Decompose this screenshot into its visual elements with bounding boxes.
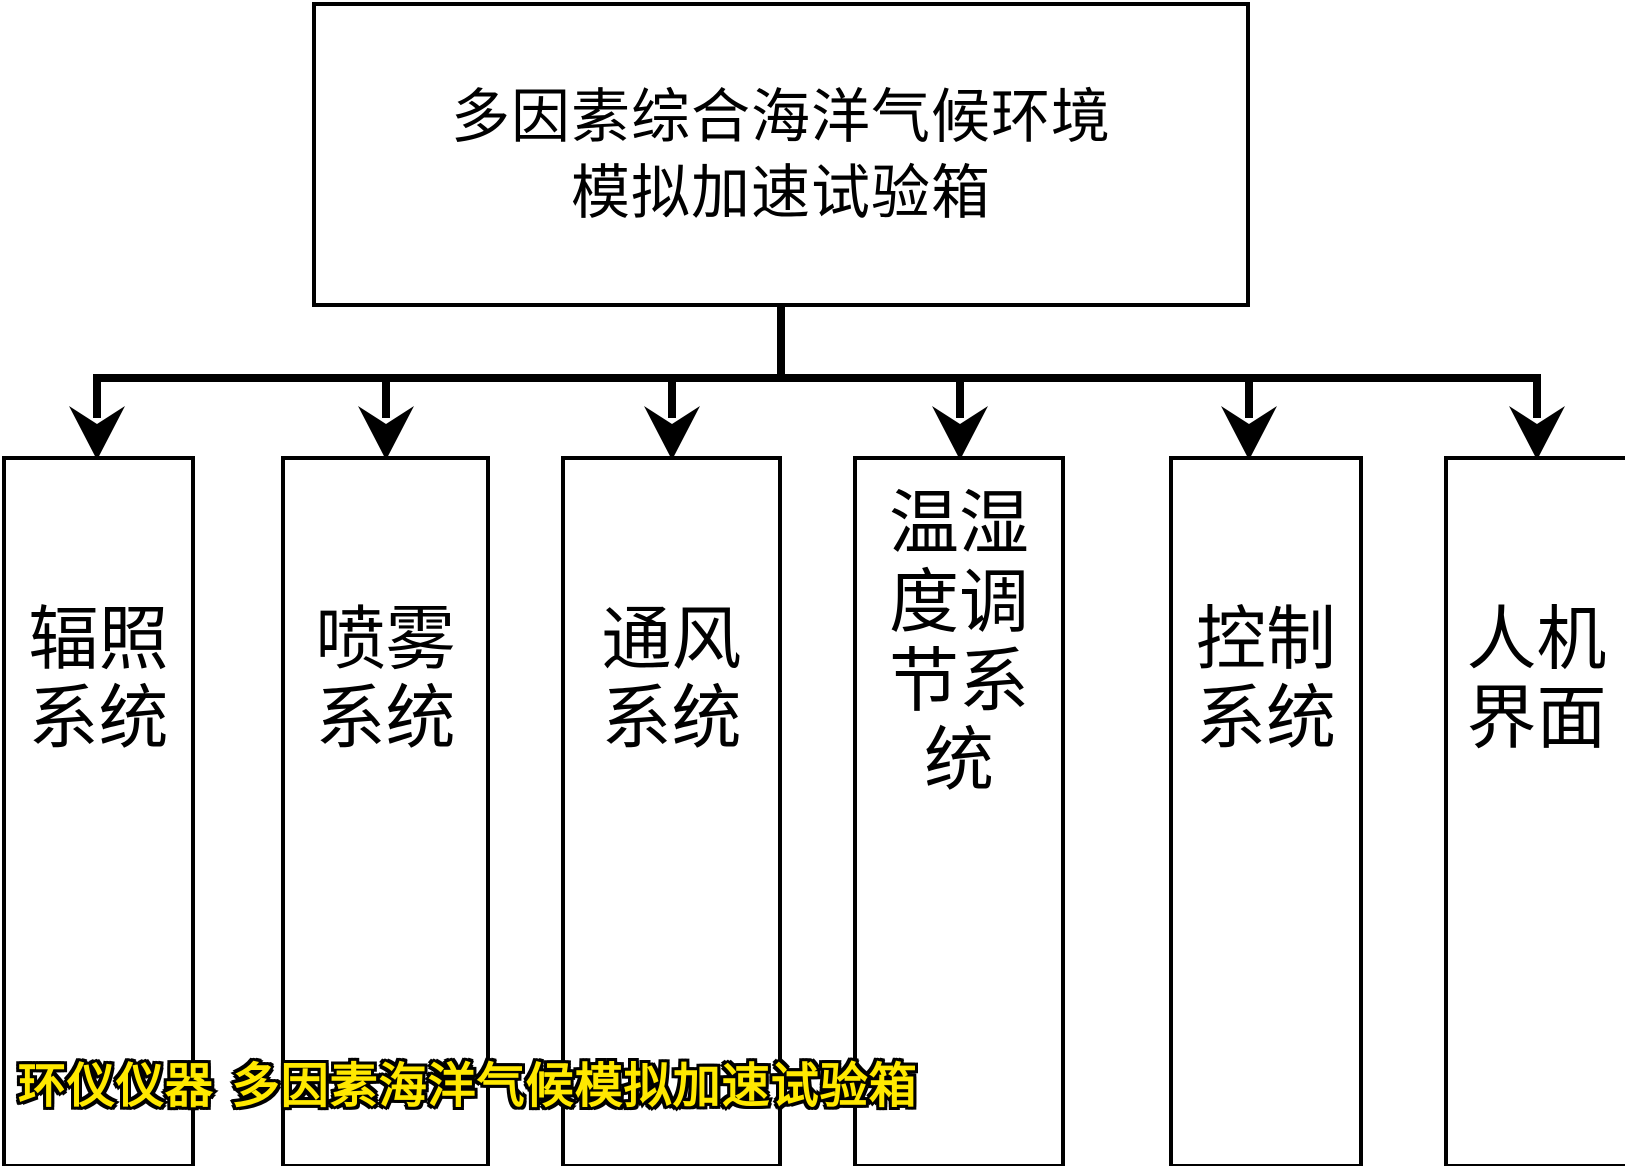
leaf-node-label-irradiation: 辐照系统: [28, 598, 169, 760]
leaf-node-label-temp-humidity: 温湿度调节系统: [889, 482, 1029, 802]
leaf-node-box-temp-humidity: 温湿度调节系统: [853, 456, 1065, 1166]
leaf-node-label-hmi: 人机界面: [1466, 598, 1607, 760]
root-node-box: 多因素综合海洋气候环境 模拟加速试验箱: [312, 2, 1250, 307]
arrowhead-1: [69, 406, 125, 460]
arrowhead-6: [1509, 406, 1565, 460]
leaf-node-box-control: 控制系统: [1169, 456, 1363, 1166]
leaf-node-box-irradiation: 辐照系统: [2, 456, 195, 1166]
leaf-node-box-hmi: 人机界面: [1444, 456, 1625, 1166]
connector-drop-4: [956, 374, 964, 418]
leaf-node-label-ventilation: 通风系统: [601, 598, 742, 760]
connector-drop-3: [668, 374, 676, 418]
connector-drop-6: [1533, 374, 1541, 418]
connector-drop-1: [93, 374, 101, 418]
arrowhead-3: [644, 406, 700, 460]
connector-drop-2: [382, 374, 390, 418]
leaf-node-box-ventilation: 通风系统: [561, 456, 782, 1166]
arrowhead-2: [358, 406, 414, 460]
leaf-node-label-spray: 喷雾系统: [315, 598, 456, 760]
connector-drop-5: [1245, 374, 1253, 418]
watermark-text: 环仪仪器 多因素海洋气候模拟加速试验箱: [16, 1056, 920, 1117]
root-node-label: 多因素综合海洋气候环境 模拟加速试验箱: [450, 81, 1111, 227]
arrowhead-4: [932, 406, 988, 460]
arrowhead-5: [1221, 406, 1277, 460]
connector-stem: [777, 305, 785, 382]
leaf-node-label-control: 控制系统: [1196, 598, 1336, 760]
leaf-node-box-spray: 喷雾系统: [281, 456, 490, 1166]
connector-bus: [93, 374, 1541, 382]
